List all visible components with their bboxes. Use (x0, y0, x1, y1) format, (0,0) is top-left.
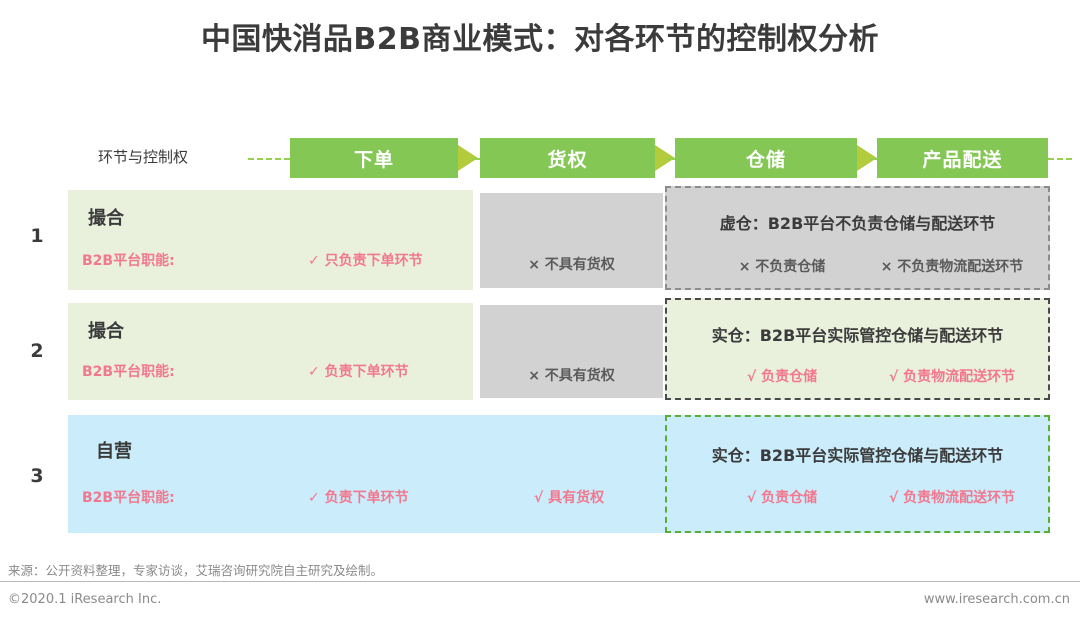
order-status-2: ✓ 负责下单环节 (308, 364, 409, 380)
model-title-3: 自营 (96, 441, 132, 462)
warehouse-delivery-box-3: 实仓：B2B平台实际管控仓储与配送环节 √ 负责仓储 √ 负责物流配送环节 (665, 415, 1050, 533)
warehouse-status-3: √ 负责仓储 (746, 490, 818, 506)
goods-right-cell-3: √ 具有货权 (473, 415, 665, 533)
delivery-status-2: √ 负责物流配送环节 (888, 369, 1016, 385)
stage-box-goods-right[interactable]: 货权 (480, 138, 655, 178)
model-title-1: 撮合 (88, 208, 124, 229)
warehouse-heading-3: 实仓：B2B平台实际管控仓储与配送环节 (711, 446, 1004, 465)
model-panel-1: 撮合 B2B平台职能: ✓ 只负责下单环节 (68, 190, 473, 290)
warehouse-delivery-box-2: 实仓：B2B平台实际管控仓储与配送环节 √ 负责仓储 √ 负责物流配送环节 (665, 298, 1050, 400)
model-panel-2: 撮合 B2B平台职能: ✓ 负责下单环节 (68, 303, 473, 400)
warehouse-status-1: × 不负责仓储 (738, 259, 826, 275)
warehouse-heading-1: 虚仓：B2B平台不负责仓储与配送环节 (719, 214, 996, 233)
warehouse-status-2: √ 负责仓储 (746, 369, 818, 385)
delivery-status-1: × 不负责物流配送环节 (880, 259, 1024, 275)
pipeline-dash-segment-end (1048, 158, 1072, 160)
warehouse-heading-2: 实仓：B2B平台实际管控仓储与配送环节 (711, 326, 1004, 345)
row-number-2: 2 (30, 340, 44, 362)
order-status-1: ✓ 只负责下单环节 (308, 253, 423, 269)
function-label-3: B2B平台职能: (82, 490, 175, 506)
warehouse-delivery-box-1: 虚仓：B2B平台不负责仓储与配送环节 × 不负责仓储 × 不负责物流配送环节 (665, 186, 1050, 290)
page-title: 中国快消品B2B商业模式：对各环节的控制权分析 (200, 22, 880, 57)
model-title-2: 撮合 (88, 321, 124, 342)
goods-right-status-2: × 不具有货权 (528, 368, 615, 384)
pipeline-dash-segment-6 (870, 158, 878, 160)
delivery-status-3: √ 负责物流配送环节 (888, 490, 1016, 506)
pipeline-axis-label: 环节与控制权 (98, 148, 189, 166)
stage-box-delivery[interactable]: 产品配送 (877, 138, 1048, 178)
pipeline-dash-segment-2 (472, 158, 480, 160)
source-note: 来源：公开资料整理，专家访谈，艾瑞咨询研究院自主研究及绘制。 (8, 563, 384, 578)
arrow-right-icon-3 (857, 145, 877, 171)
function-label-1: B2B平台职能: (82, 253, 175, 269)
goods-right-status-1: × 不具有货权 (528, 257, 615, 273)
copyright-text: ©2020.1 iResearch Inc. (8, 592, 162, 607)
pipeline-dash-segment-4 (668, 158, 676, 160)
model-panel-3: 自营 B2B平台职能: ✓ 负责下单环节 (68, 415, 473, 533)
goods-right-cell-1: × 不具有货权 (480, 193, 663, 288)
pipeline-dash-segment-start (248, 158, 290, 160)
arrow-right-icon-1 (458, 145, 478, 171)
order-status-3: ✓ 负责下单环节 (308, 490, 409, 506)
arrow-right-icon-2 (655, 145, 675, 171)
goods-right-cell-2: × 不具有货权 (480, 305, 663, 398)
website-link[interactable]: www.iresearch.com.cn (923, 592, 1070, 607)
footer-divider (0, 581, 1080, 582)
stage-box-order[interactable]: 下单 (290, 138, 458, 178)
stage-box-warehouse[interactable]: 仓储 (675, 138, 857, 178)
function-label-2: B2B平台职能: (82, 364, 175, 380)
row-number-1: 1 (30, 225, 44, 247)
row-number-3: 3 (30, 465, 44, 487)
goods-right-status-3: √ 具有货权 (533, 490, 605, 506)
